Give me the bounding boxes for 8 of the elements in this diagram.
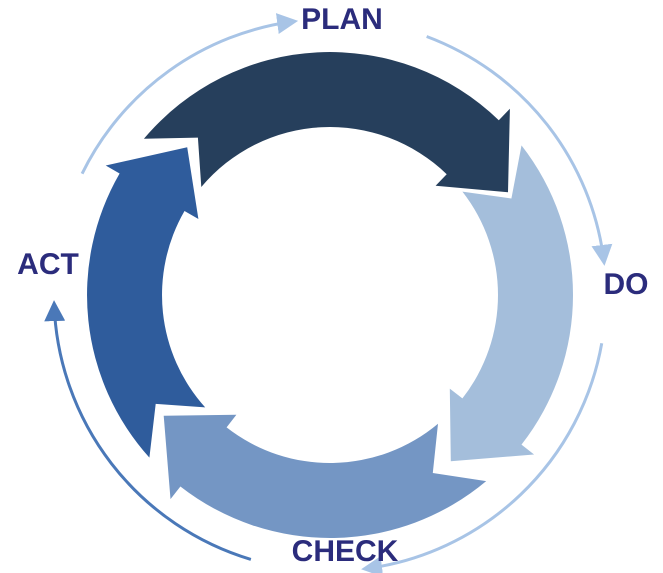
cycle-arrow — [426, 35, 612, 266]
stage-label: PLAN — [301, 5, 383, 35]
cycle-arrow — [80, 14, 298, 174]
stage-label: ACT — [17, 250, 79, 280]
stage-label: DO — [604, 270, 648, 300]
stage-label: CHECK — [292, 537, 398, 567]
cycle-arrow — [361, 342, 604, 573]
cycle-arrow — [45, 300, 252, 561]
